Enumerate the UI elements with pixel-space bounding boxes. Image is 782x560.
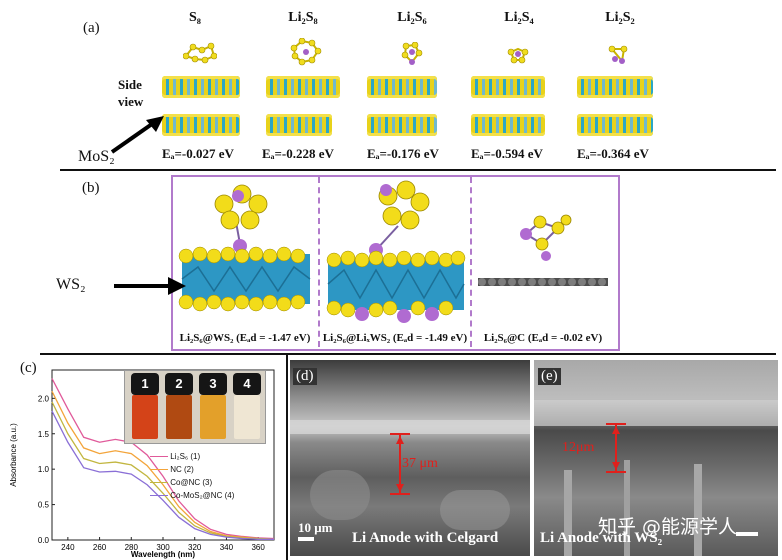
series-line-4: [51, 410, 274, 540]
ws2-structure-2: [326, 180, 466, 323]
caption-d: Li Anode with Celgard: [352, 530, 499, 546]
watermark: 知乎 @能源学人: [598, 516, 738, 538]
energy-li2s8: Eₐ=-0.228 eV: [262, 146, 334, 161]
x-tick-label-1: 260: [93, 543, 107, 552]
molecule-li2s8-glyph: [290, 38, 322, 66]
ws2-label: WS₂: [56, 276, 86, 293]
vial-2: 2: [165, 373, 193, 439]
mos2-slab-lower-1: [162, 114, 240, 136]
x-axis-label: Wavelength (nm): [131, 550, 195, 559]
chart-legend: Li₂S₆ (1) NC (2) Co@NC (3) Co-MoS₂@NC (4…: [150, 450, 234, 502]
vial-1: 1: [131, 373, 159, 439]
mos2-arrow-icon: [110, 116, 164, 154]
vial-photo: 1 2 3 4: [124, 370, 266, 444]
panel-d-label: (d): [293, 368, 317, 385]
mos2-slab-lower-3: [367, 114, 437, 136]
vial-2-number: 2: [175, 376, 183, 391]
series-line-1: [51, 378, 275, 540]
y-tick-label-3: 1.5: [38, 430, 50, 439]
molecule-li2s4-glyph: [507, 47, 529, 64]
vial-1-number: 1: [141, 376, 149, 391]
y-tick-label-0: 0.0: [38, 536, 50, 545]
energy-li2s6: Eₐ=-0.176 eV: [367, 146, 439, 161]
caption-e: Li Anode with WS₂: [540, 530, 663, 546]
molecule-title-li2s8: Li₂S₈: [288, 10, 318, 25]
energy-li2s4: Eₐ=-0.594 eV: [471, 146, 543, 161]
y-tick-label-2: 1.0: [38, 465, 50, 474]
x-tick-label-4: 320: [188, 543, 202, 552]
panel-b-separator-1: [318, 177, 320, 347]
divider-b-c: [40, 353, 776, 355]
molecule-s8-glyph: [183, 42, 217, 64]
molecule-title-li2s2: Li₂S₂: [605, 10, 635, 25]
y-axis-label: Absorbance (a.u.): [9, 423, 18, 487]
mos2-slab-upper-4: [471, 76, 545, 98]
energy-s8: Eₐ=-0.027 eV: [162, 146, 234, 161]
x-tick-label-3: 300: [156, 543, 170, 552]
panel-a-label: (a): [83, 20, 100, 36]
legend-item-4: Co-MoS₂@NC (4): [150, 489, 234, 502]
vial-4: 4: [233, 373, 261, 439]
mos2-slab-upper-3: [367, 76, 437, 98]
vial-3-number: 3: [209, 376, 217, 391]
y-tick-label-1: 0.5: [38, 501, 50, 510]
sem-image-d: [290, 360, 530, 556]
caption-li2s6-ws2: Li₂S₆@WS₂ (Eₐd = -1.47 eV): [179, 332, 311, 344]
mos2-slab-lower-2: [266, 114, 332, 136]
mos2-slab-lower-4: [471, 114, 545, 136]
series-line-3: [51, 401, 275, 540]
thickness-marker-d: [390, 433, 410, 495]
ws2-arrow-icon: [114, 277, 186, 295]
legend-item-3: Co@NC (3): [150, 476, 234, 489]
mos2-slab-upper-5: [577, 76, 653, 98]
mos2-label: MoS₂: [78, 148, 115, 165]
sem-image-e: [534, 360, 778, 556]
thickness-label-d: 37 μm: [402, 456, 438, 471]
scale-bar-d: 10 μm: [298, 520, 332, 541]
energy-li2s2: Eₐ=-0.364 eV: [577, 146, 649, 161]
y-tick-label-4: 2.0: [38, 394, 50, 403]
panel-b-label: (b): [82, 180, 100, 196]
x-tick-label-6: 360: [251, 543, 265, 552]
molecule-li2s2-glyph: [608, 45, 628, 64]
molecule-title-li2s6: Li₂S₆: [397, 10, 427, 25]
carbon-structure: [478, 214, 608, 286]
panel-c-label: (c): [20, 360, 37, 376]
molecule-title-s8: S₈: [189, 10, 201, 25]
molecule-li2s6-glyph: [401, 42, 423, 65]
panel-e-label: (e): [538, 368, 561, 385]
mos2-slab-lower-5: [577, 114, 653, 136]
vial-3: 3: [199, 373, 227, 439]
thickness-marker-e: [606, 423, 626, 473]
side-view-label: Side view: [118, 77, 144, 109]
mos2-slab-upper-2: [266, 76, 340, 98]
divider-a-b: [60, 169, 776, 171]
x-tick-label-5: 340: [220, 543, 234, 552]
ws2-structure-1: [178, 184, 311, 312]
panel-b-separator-2: [470, 177, 472, 347]
mos2-slab-upper-1: [162, 76, 240, 98]
series-line-2: [51, 390, 275, 540]
vial-4-number: 4: [243, 376, 251, 391]
x-tick-label-2: 280: [125, 543, 139, 552]
legend-item-2: NC (2): [150, 463, 234, 476]
x-tick-label-0: 240: [61, 543, 75, 552]
caption-li2s6-c: Li₂S₆@C (Eₐd = -0.02 eV): [483, 332, 603, 344]
thickness-label-e: 12μm: [562, 440, 595, 455]
caption-li2s6-lixws2: Li₂S₆@LiₓWS₂ (Eₐd = -1.49 eV): [322, 332, 468, 344]
scale-bar-e: [736, 532, 758, 536]
molecule-title-li2s4: Li₂S₄: [504, 10, 534, 25]
divider-c-d: [286, 355, 288, 560]
legend-item-1: Li₂S₆ (1): [150, 450, 234, 463]
